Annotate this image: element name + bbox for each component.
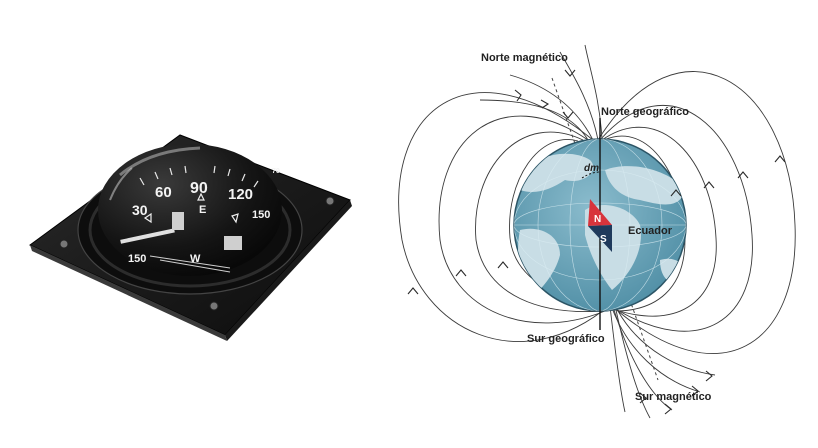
label-dm: dm — [584, 163, 599, 174]
label-magnetic-south: Sur magnético — [635, 391, 712, 403]
field-arrows — [407, 69, 786, 415]
rim-text: 70 — [272, 168, 280, 175]
dial-number-60: 60 — [155, 184, 172, 201]
screw — [325, 196, 335, 206]
label-geographic-south: Sur geográfico — [527, 333, 605, 345]
label-equator: Ecuador — [628, 225, 673, 237]
screw — [59, 239, 69, 249]
dial-number-150-left: 150 — [128, 253, 146, 265]
compass-photo: 30 60 90 120 150 150 E W 70 — [29, 134, 352, 341]
needle-south-letter: S — [600, 234, 607, 245]
dial-number-90: 90 — [190, 180, 208, 197]
cardinal-letter-e: E — [199, 204, 206, 216]
cardinal-letter-w: W — [190, 253, 201, 265]
needle-north — [588, 199, 612, 226]
dial-number-30: 30 — [132, 202, 148, 218]
compass-needle: N S — [588, 199, 612, 252]
dial-number-120: 120 — [228, 186, 253, 203]
needle-north-letter: N — [594, 214, 601, 225]
needle-south — [588, 225, 612, 252]
label-magnetic-north: Norte magnético — [481, 52, 568, 64]
lubber-line — [120, 228, 175, 244]
dial-number-150-right: 150 — [252, 209, 270, 221]
label-geographic-north: Norte geográfico — [601, 106, 689, 118]
field-lines — [398, 44, 796, 419]
magnetic-axis — [551, 77, 659, 381]
screw — [209, 301, 219, 311]
magnetic-field-diagram: N S Norte magnético Norte geográfico dm … — [398, 44, 796, 419]
